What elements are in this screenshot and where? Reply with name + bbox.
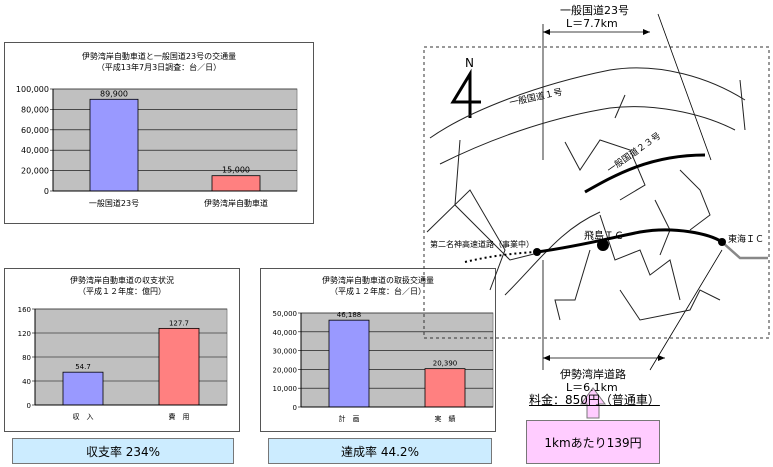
y-tick-label: 20,000 xyxy=(273,366,298,374)
y-tick-label: 40,000 xyxy=(273,329,298,337)
chart2-subtitle: （平成１２年度：億円） xyxy=(78,287,166,296)
bar xyxy=(89,98,139,192)
balance-panel: 伊勢湾岸自動車道の収支状況 （平成１２年度：億円） 0 40 80 120 160 54.… xyxy=(4,268,240,432)
y-tick-label: 80,000 xyxy=(21,105,49,114)
second-meihan-line xyxy=(464,251,538,263)
isewan-road-label: 伊勢湾岸道路 xyxy=(560,368,626,381)
category-label: 費 用 xyxy=(169,412,190,421)
y-tick-label: 160 xyxy=(18,306,31,314)
y-tick-label: 0 xyxy=(293,404,297,412)
y-tick-label: 40,000 xyxy=(21,146,49,155)
traffic-comparison-chart: 0 20,000 40,000 60,000 80,000 100,000 89,900 一般… xyxy=(16,85,298,208)
data-label: 20,390 xyxy=(433,360,458,368)
chart1-subtitle: （平成13年7月3日調査：台／日） xyxy=(96,63,222,72)
per-km-box: 1kmあたり139円 xyxy=(526,420,660,464)
category-label: 一般国道23号 xyxy=(89,198,139,208)
balance-chart: 0 40 80 120 160 54.7 収 入 127.7 費 用 xyxy=(18,306,228,421)
route1-map-label: 一般国道１号 xyxy=(508,87,564,109)
chart3-title: 伊勢湾岸自動車道の取扱交通量 xyxy=(322,276,434,285)
y-tick-label: 0 xyxy=(27,402,31,410)
y-tick-label: 50,000 xyxy=(273,310,298,318)
north-label: N xyxy=(465,56,474,70)
balance-ratio-box: 収支率 234% xyxy=(12,438,234,464)
y-tick-label: 80 xyxy=(22,354,31,362)
achievement-ratio-box: 達成率 44.2% xyxy=(268,438,492,464)
route23-title: 一般国道23号 xyxy=(560,4,629,17)
chart3-subtitle: （平成１２年度：台／日） xyxy=(330,287,426,296)
isewan-road-line xyxy=(536,228,723,254)
y-tick-label: 10,000 xyxy=(273,385,298,393)
tobishima-ic-label: 飛島ＩＣ xyxy=(584,231,624,242)
y-tick-label: 30,000 xyxy=(273,348,298,356)
y-tick-label: 20,000 xyxy=(21,167,49,176)
handled-traffic-chart: 0 10,000 20,000 30,000 40,000 50,000 46,188 計 画… xyxy=(273,310,494,423)
bar xyxy=(158,327,200,406)
second-meihan-label: 第二名神高速道路（事業中） xyxy=(430,240,534,249)
y-tick-label: 60,000 xyxy=(21,126,49,135)
y-tick-label: 40 xyxy=(22,378,31,386)
category-label: 収 入 xyxy=(73,413,94,421)
isewan-road-length: L＝6.1km xyxy=(566,381,618,394)
bar xyxy=(424,368,466,408)
y-tick-label: 0 xyxy=(44,187,49,196)
traffic-comparison-panel: 伊勢湾岸自動車道と一般国道23号の交通量 （平成13年7月3日調査：台／日） 0… xyxy=(4,42,314,224)
category-label: 計 画 xyxy=(339,414,360,423)
handled-traffic-panel: 伊勢湾岸自動車道の取扱交通量 （平成１２年度：台／日） 0 10,000 20,00… xyxy=(260,268,496,432)
tokai-ic-label: 東海ＩＣ xyxy=(728,235,765,245)
data-label: 89,900 xyxy=(100,89,128,98)
y-tick-label: 120 xyxy=(18,330,31,338)
category-label: 伊勢湾岸自動車道 xyxy=(204,198,268,208)
route23-map-label: 一般国道２３号 xyxy=(605,131,664,176)
data-label: 46,188 xyxy=(337,311,362,319)
tokai-ic-marker xyxy=(718,238,726,246)
marker-west xyxy=(533,248,541,256)
toll-label: 料金：850円（普通車） xyxy=(529,393,660,407)
data-label: 54.7 xyxy=(75,363,91,371)
bar xyxy=(211,175,261,192)
chart2-title: 伊勢湾岸自動車道の収支状況 xyxy=(70,276,174,285)
route23-line xyxy=(584,153,706,194)
data-label: 15,000 xyxy=(222,166,250,175)
y-tick-label: 100,000 xyxy=(16,85,49,94)
chart1-title: 伊勢湾岸自動車道と一般国道23号の交通量 xyxy=(81,52,237,61)
bar xyxy=(328,319,370,408)
bar xyxy=(62,371,104,406)
category-label: 実 績 xyxy=(435,414,456,423)
route23-length: L＝7.7km xyxy=(566,17,618,30)
north-arrow-icon xyxy=(450,68,481,118)
data-label: 127.7 xyxy=(169,319,189,327)
